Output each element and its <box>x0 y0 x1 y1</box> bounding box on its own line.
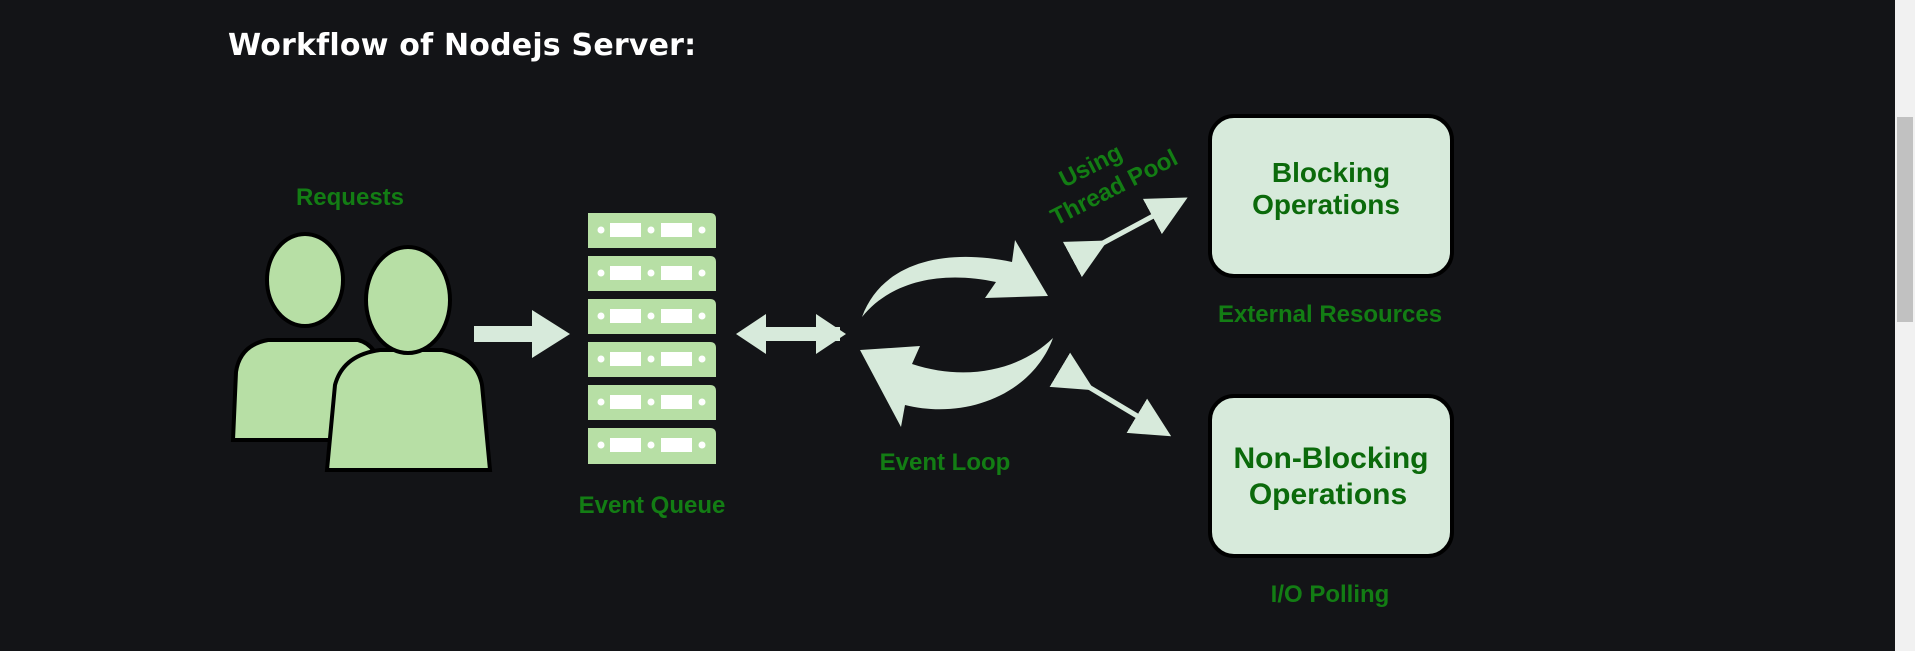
queue-loop-double-arrow <box>736 314 846 354</box>
requests-label: Requests <box>296 184 404 211</box>
svg-text:Blocking: Blocking <box>1272 157 1390 188</box>
blocking-operations-box: Blocking Operations <box>1208 114 1454 278</box>
event-queue-label: Event Queue <box>579 492 726 519</box>
section-heading: Workflow of Nodejs Server: <box>228 28 697 63</box>
users-icon <box>230 232 493 472</box>
requests-to-queue-arrow <box>474 310 570 358</box>
event-queue-server-icon <box>588 213 716 464</box>
svg-text:Operations: Operations <box>1249 478 1407 511</box>
loop-blocking-double-arrow <box>1062 197 1188 278</box>
nonblocking-operations-box: Non-Blocking Operations <box>1208 394 1454 558</box>
svg-text:Non-Blocking: Non-Blocking <box>1234 442 1429 475</box>
vertical-scrollbar[interactable] <box>1895 0 1915 651</box>
external-resources-label: External Resources <box>1218 301 1442 328</box>
scrollbar-thumb[interactable] <box>1897 117 1913 322</box>
event-loop-icon <box>860 240 1053 427</box>
io-polling-label: I/O Polling <box>1271 581 1390 608</box>
svg-text:Operations: Operations <box>1252 189 1400 220</box>
event-loop-label: Event Loop <box>880 449 1011 476</box>
loop-nonblocking-double-arrow <box>1049 352 1172 437</box>
